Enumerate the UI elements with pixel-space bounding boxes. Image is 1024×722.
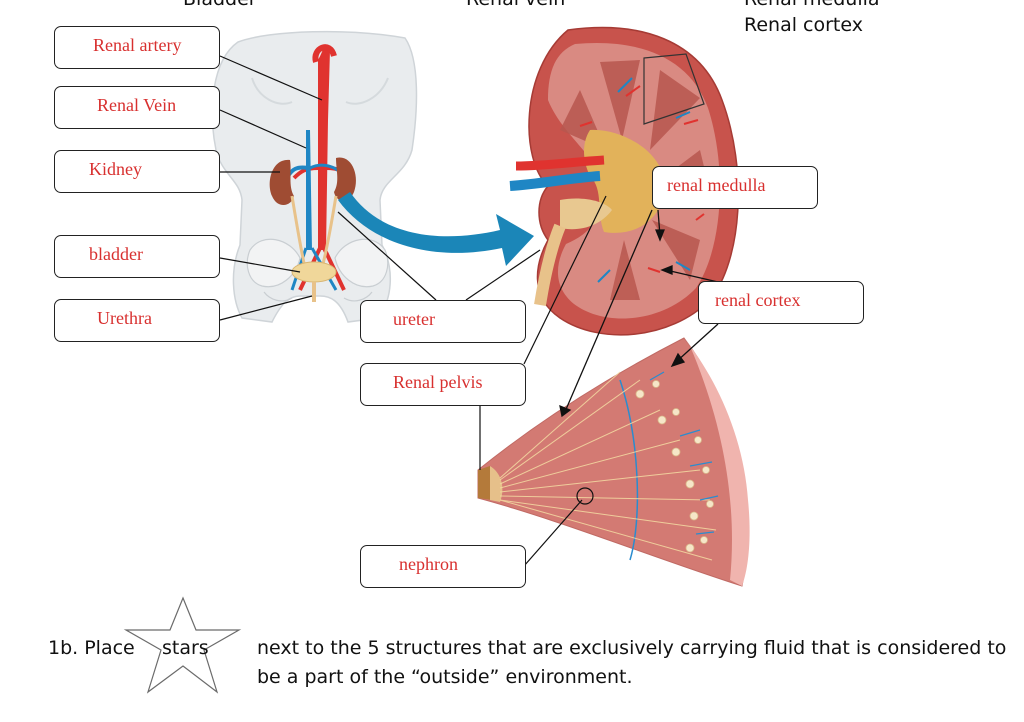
label-text: renal medulla	[667, 175, 766, 195]
label-ureter: ureter	[360, 300, 526, 343]
section-box	[643, 53, 705, 125]
arrow-cortex-2	[675, 323, 719, 363]
question-line-2: be a part of the “outside” environment.	[257, 666, 633, 688]
header-fragment-renal-vein: Renal vein	[466, 0, 565, 10]
label-text: Kidney	[89, 159, 142, 179]
zoom-arrow	[338, 192, 534, 266]
leader-nephron	[523, 499, 583, 567]
label-text: bladder	[89, 244, 143, 264]
leader-renal-vein	[219, 109, 307, 149]
label-text: nephron	[399, 554, 458, 574]
header-fragment-bladder: Bladder	[183, 0, 257, 10]
label-text: renal cortex	[715, 290, 801, 310]
right-kidney	[334, 157, 356, 202]
label-text: Urethra	[97, 308, 152, 328]
label-renal-artery: Renal artery	[54, 26, 220, 69]
kidney-cross-section	[509, 26, 739, 336]
human-torso-figure	[211, 30, 418, 323]
label-renal-medulla: renal medulla	[652, 166, 818, 209]
left-kidney	[269, 159, 294, 206]
label-text: ureter	[393, 309, 435, 329]
label-renal-vein: Renal Vein	[54, 86, 220, 129]
label-urethra: Urethra	[54, 299, 220, 342]
arrow-cortex-1	[665, 269, 719, 283]
header-fragment-renal-medulla: Renal medulla	[744, 0, 880, 10]
label-renal-pelvis: Renal pelvis	[360, 363, 526, 406]
star-word: stars	[162, 637, 209, 659]
label-bladder: bladder	[54, 235, 220, 278]
header-renal-cortex: Renal cortex	[744, 14, 863, 36]
star-icon	[123, 596, 242, 694]
label-nephron: nephron	[360, 545, 526, 588]
label-text: Renal pelvis	[393, 372, 483, 392]
label-renal-cortex: renal cortex	[698, 281, 864, 324]
question-line-1: next to the 5 structures that are exclus…	[257, 637, 1007, 659]
nephron-marker	[576, 487, 594, 505]
leader-ureter-2	[465, 249, 541, 301]
arrow-medulla-2	[563, 209, 653, 415]
vena-cava	[306, 130, 312, 250]
question-prefix: 1b. Place	[48, 637, 135, 659]
cortex-wedge	[477, 337, 750, 587]
leader-renal-artery	[219, 55, 323, 101]
label-text: Renal Vein	[97, 95, 177, 115]
aorta	[318, 47, 330, 251]
leader-renal-pelvis	[523, 195, 607, 365]
label-text: Renal artery	[93, 35, 182, 55]
leader-bladder	[219, 257, 301, 273]
leader-ureter-1	[337, 211, 437, 301]
leader-urethra	[219, 295, 313, 321]
label-kidney: Kidney	[54, 150, 220, 193]
